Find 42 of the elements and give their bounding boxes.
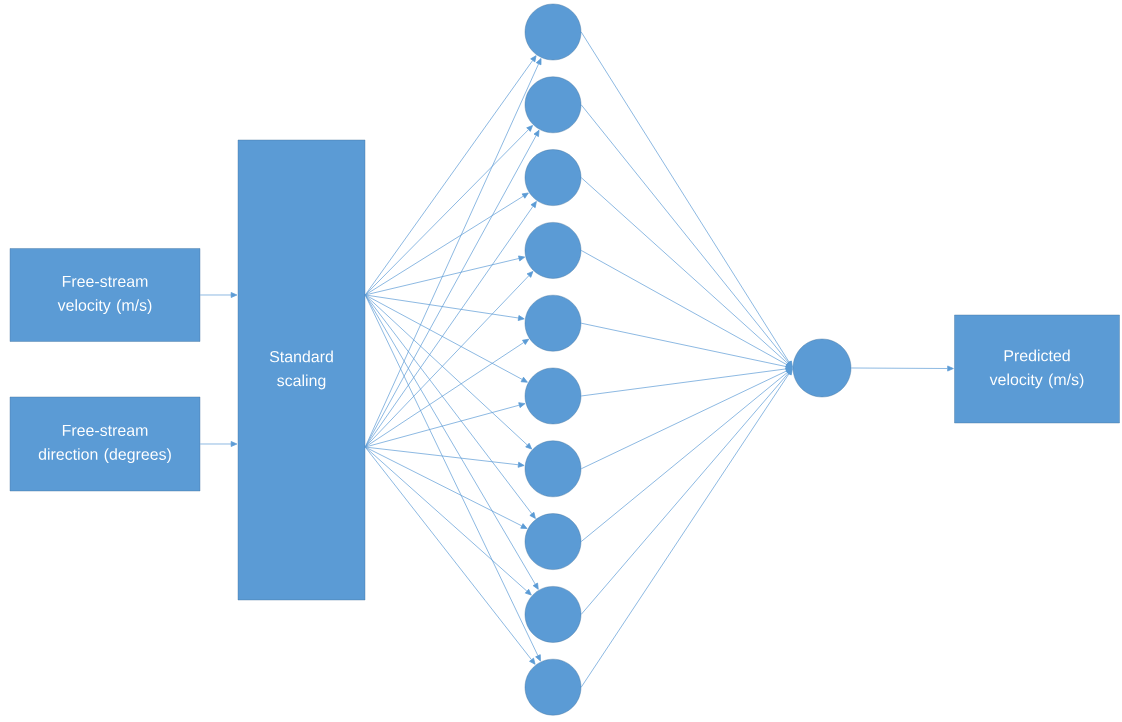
arrow <box>199 441 238 447</box>
arrow <box>580 177 793 368</box>
process-box: Standard scaling <box>237 139 366 601</box>
arrow <box>364 446 532 596</box>
arrow <box>364 446 528 529</box>
arrow <box>364 201 537 448</box>
neuron-circle <box>524 3 582 61</box>
arrow <box>364 294 536 519</box>
arrow <box>364 294 528 383</box>
arrow <box>580 368 793 542</box>
arrow <box>580 104 793 368</box>
arrow <box>364 446 536 665</box>
arrow <box>364 294 541 662</box>
arrow <box>199 292 238 298</box>
arrow <box>580 365 793 397</box>
neuron-circle <box>524 149 582 206</box>
neuron-circle <box>524 222 582 279</box>
neuron-circle <box>524 367 582 425</box>
arrow <box>580 368 793 470</box>
process-box: Free-stream direction (degrees) <box>9 396 201 492</box>
neuron-circle <box>524 76 582 133</box>
arrow <box>364 192 529 296</box>
arrow <box>364 294 525 321</box>
process-box: Free-stream velocity (m/s) <box>9 248 201 342</box>
arrow <box>580 368 793 615</box>
arrow <box>364 55 537 296</box>
arrow <box>364 446 525 468</box>
neuron-circle <box>524 659 582 716</box>
arrow <box>364 125 533 296</box>
arrow <box>580 31 793 368</box>
process-box: Predicted velocity (m/s) <box>954 314 1120 424</box>
arrow <box>580 250 793 368</box>
neuron-circle <box>792 338 852 398</box>
arrow <box>364 338 530 448</box>
arrow <box>364 255 526 296</box>
neuron-circle <box>524 295 582 352</box>
arrow <box>850 365 954 372</box>
neuron-circle <box>524 513 582 570</box>
neuron-circle <box>524 440 582 497</box>
arrow <box>364 402 526 448</box>
neuron-circle <box>524 586 582 643</box>
arrow <box>580 368 793 688</box>
